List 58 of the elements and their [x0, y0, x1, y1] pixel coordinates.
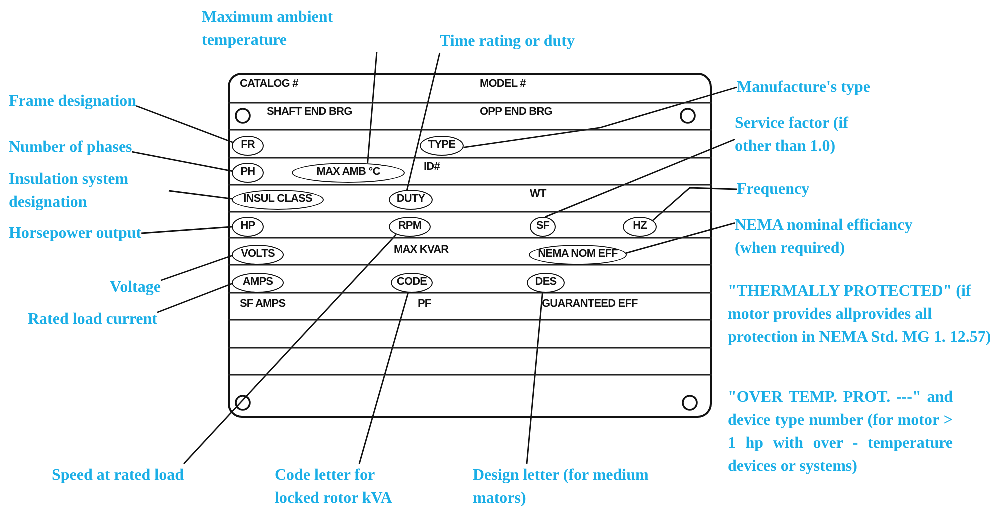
leader-line — [136, 105, 234, 144]
field-name: MODEL # — [480, 77, 526, 91]
callout-text: Design letter (for medium mators) — [473, 464, 653, 509]
field-name: WT — [530, 187, 546, 201]
field-name: SHAFT END BRG — [267, 105, 352, 119]
leader-line — [160, 255, 232, 282]
field-name: OPP END BRG — [480, 105, 552, 119]
callout-text: Code letter for locked rotor kVA — [275, 464, 405, 509]
leader-line — [626, 222, 736, 254]
field-tag: PH — [232, 163, 264, 183]
leader-line — [545, 138, 736, 218]
field-name: GUARANTEED EFF — [542, 297, 638, 311]
field-tag: SF — [530, 217, 556, 237]
leader-line — [652, 187, 738, 222]
callout-text: Speed at rated load — [52, 464, 184, 487]
field-name: SF AMPS — [240, 297, 286, 311]
field-tag: MAX AMB °C — [292, 163, 405, 183]
leader-line — [367, 52, 378, 164]
field-name: PF — [418, 297, 432, 311]
callout-text: Insulation system designation — [9, 168, 169, 214]
field-tag: HZ — [623, 217, 657, 237]
field-tag: RPM — [389, 217, 431, 237]
leader-line — [168, 190, 232, 200]
callout-text: Service factor (if other than 1.0) — [735, 112, 875, 158]
callout-text: NEMA nominal efficiancy (when required) — [735, 214, 955, 260]
callout-text: Frequency — [737, 178, 810, 201]
field-tag: DES — [527, 273, 565, 293]
field-name: ID# — [424, 160, 440, 174]
field-name: CATALOG # — [240, 77, 298, 91]
leader-line — [358, 292, 410, 464]
callout-text: Number of phases — [9, 136, 132, 159]
note-text: "THERMALLY PROTECTED" (if motor provides allprovides all protection in NEMA Std. MG 1. 12.57) — [728, 282, 992, 348]
callout-text: Time rating or duty — [440, 30, 575, 53]
callout-text: Voltage — [110, 276, 161, 299]
field-tag: HP — [232, 217, 264, 237]
field-tag: TYPE — [420, 136, 464, 156]
callout-text: Frame designation — [9, 90, 137, 113]
note-text: "OVER TEMP. PROT. ---" and device type number (for motor > 1 hp with over - temperature devices or systems) — [728, 388, 953, 477]
field-tag: DUTY — [389, 190, 433, 210]
callout-text: Horsepower output — [9, 222, 142, 245]
nameplate — [228, 73, 712, 418]
field-tag: FR — [232, 136, 264, 156]
field-tag: INSUL CLASS — [232, 190, 324, 210]
leader-line — [406, 52, 441, 190]
leader-line — [464, 86, 738, 148]
leader-line — [157, 283, 232, 314]
leader-line — [132, 151, 232, 172]
field-tag: VOLTS — [232, 245, 284, 265]
callout-text: Manufacture's type — [737, 76, 870, 99]
field-tag: AMPS — [232, 273, 284, 293]
field-tag: NEMA NOM EFF — [529, 245, 627, 265]
field-tag: CODE — [391, 273, 433, 293]
leader-line — [526, 292, 544, 464]
leader-line — [183, 234, 398, 464]
callout-text: Maximum ambient temperature — [202, 6, 377, 52]
leader-line — [142, 226, 232, 234]
callout-text: Rated load current — [28, 308, 158, 331]
field-name: MAX KVAR — [394, 243, 449, 257]
